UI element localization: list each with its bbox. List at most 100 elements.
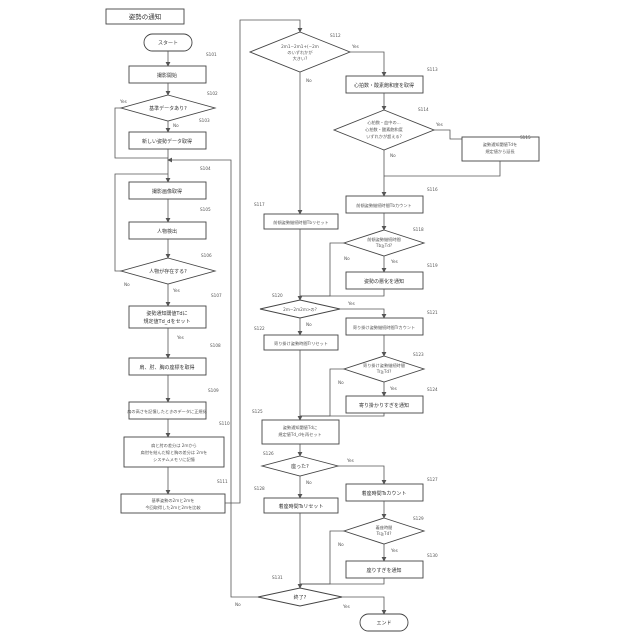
s114-yes-label: Yes bbox=[435, 122, 443, 127]
step-s106-label: 人物が存在する? bbox=[149, 268, 187, 275]
step-s111-box bbox=[121, 494, 225, 513]
step-s115-label-1: 姿勢通知閾値Tdを bbox=[483, 141, 518, 148]
step-s120-id: S120 bbox=[272, 293, 283, 298]
end-label: エンド bbox=[376, 621, 391, 627]
step-s118-id: S118 bbox=[413, 227, 424, 232]
step-s114-label-3: いずれかが超える? bbox=[366, 133, 402, 140]
s102-yes-label: Yes bbox=[119, 99, 127, 104]
step-s110-label-3: システムメモリに記憶 bbox=[153, 456, 196, 463]
step-s107-label-1: 姿勢通知閾値Tdに bbox=[146, 310, 187, 317]
step-s113-label: 心拍数・酸素飽和度を取得 bbox=[354, 82, 414, 89]
s120-yes-label: Yes bbox=[347, 301, 355, 306]
step-s116-label: 前傾姿勢継続時間Tbカウント bbox=[356, 202, 411, 209]
s129-yes-label: Yes bbox=[390, 548, 398, 553]
step-s122-label: 寄り掛け姿勢時間Trリセット bbox=[274, 340, 328, 347]
s123-no-label: No bbox=[338, 380, 344, 385]
step-s129-label-2: Ts≧Td? bbox=[376, 531, 392, 536]
step-s111-id: S111 bbox=[217, 479, 228, 484]
step-s130-label: 座りすぎを通知 bbox=[366, 567, 401, 574]
step-s112-label-2: のいずれかが bbox=[287, 49, 313, 56]
s118-no-label: No bbox=[344, 256, 350, 261]
s123-yes-label: Yes bbox=[389, 386, 397, 391]
step-s115-id: S115 bbox=[520, 135, 531, 140]
step-s128-id: S128 bbox=[254, 486, 265, 491]
step-s124-id: S124 bbox=[427, 387, 438, 392]
step-s123-label-1: 寄り掛け姿勢継続時間 bbox=[363, 362, 405, 369]
step-s128-label: 着座時間Tsリセット bbox=[279, 503, 324, 510]
step-s112-label-3: 大きい? bbox=[293, 55, 308, 62]
s131-no-label: No bbox=[235, 602, 241, 607]
step-s108-id: S108 bbox=[210, 343, 221, 348]
step-s121-id: S121 bbox=[427, 310, 438, 315]
step-s125-label-2: 規定値Td_dを再セット bbox=[278, 431, 321, 438]
s126-no-label: No bbox=[306, 480, 312, 485]
step-s109-label: 肩の高さを記憶したときのデータに正規化 bbox=[127, 408, 207, 415]
step-s102-label: 基準データあり? bbox=[149, 105, 187, 112]
step-s104-id: S104 bbox=[200, 166, 211, 171]
step-s103-id: S103 bbox=[199, 118, 210, 123]
step-s120-label: 2m−2m2m>の? bbox=[283, 307, 317, 312]
s102-no-label: No bbox=[173, 123, 179, 128]
step-s118-label-2: Tb≧Td? bbox=[375, 243, 392, 248]
step-s129-label-1: 着座時間 bbox=[376, 524, 393, 531]
step-s105-id: S105 bbox=[200, 207, 211, 212]
step-s110-label-1: 肩と肘の差分は 2mから bbox=[151, 442, 197, 449]
step-s130-id: S130 bbox=[427, 553, 438, 558]
step-s115-label-2: 規定値から延長 bbox=[485, 148, 515, 155]
s126-yes-label: Yes bbox=[346, 458, 354, 463]
step-s114-label-1: 心拍数・血中の... bbox=[367, 119, 400, 126]
step-s104-label: 撮影画像取得 bbox=[152, 188, 182, 195]
step-s125-id: S125 bbox=[252, 409, 263, 414]
step-s131-id: S131 bbox=[272, 575, 283, 580]
step-s103-label: 新しい姿勢データ取得 bbox=[142, 138, 192, 145]
s106-no-label: No bbox=[124, 282, 130, 287]
step-s106-id: S106 bbox=[201, 253, 212, 258]
step-s119-id: S119 bbox=[427, 263, 438, 268]
step-s125-label-1: 姿勢通知閾値Tdに bbox=[283, 424, 318, 431]
s120-no-label: No bbox=[306, 322, 312, 327]
step-s126-label: 座った? bbox=[291, 463, 309, 470]
step-s112-label-1: 2m1−2m1+(−2m bbox=[281, 44, 319, 49]
step-s123-label-2: Tr≧Td? bbox=[376, 369, 392, 374]
s107-yes-label: Yes bbox=[176, 335, 184, 340]
step-s117-id: S117 bbox=[254, 202, 265, 207]
step-s112-id: S112 bbox=[330, 33, 341, 38]
step-s123-id: S123 bbox=[413, 352, 424, 357]
step-s111-label-1: 基準姿勢の2mと2mを bbox=[152, 497, 195, 504]
step-s114-label-2: 心拍数・酸素飽和度 bbox=[365, 126, 404, 133]
step-s108-label: 肩、肘、胸の座標を取得 bbox=[139, 364, 194, 371]
step-s114-id: S114 bbox=[418, 107, 429, 112]
step-s113-id: S113 bbox=[427, 67, 438, 72]
step-s107-id: S107 bbox=[211, 293, 222, 298]
step-s110-label-2: 肩肘を結んだ線と胸の差分は 2mを bbox=[141, 449, 208, 456]
step-s111-label-2: 今回取得した2mと2mを比較 bbox=[145, 504, 201, 511]
s114-no-label: No bbox=[390, 153, 396, 158]
step-s102-id: S102 bbox=[207, 91, 218, 96]
s118-yes-label: Yes bbox=[390, 259, 398, 264]
s129-no-label: No bbox=[338, 542, 344, 547]
step-s107-label-2: 規定値Td_dをセット bbox=[144, 318, 191, 325]
step-s119-label: 姿勢の悪化を通知 bbox=[364, 278, 404, 285]
step-s127-id: S127 bbox=[427, 477, 438, 482]
step-s118-label-1: 前傾姿勢継続時間 bbox=[367, 236, 401, 243]
s106-yes-label: Yes bbox=[172, 288, 180, 293]
step-s131-label: 終了? bbox=[294, 594, 307, 601]
s112-yes-label: Yes bbox=[351, 44, 359, 49]
step-s126-id: S126 bbox=[263, 451, 274, 456]
s112-no-label: No bbox=[306, 78, 312, 83]
step-s124-label: 寄り掛かりすぎを通知 bbox=[359, 402, 409, 409]
step-s117-label: 前傾姿勢継続時間Tbリセット bbox=[273, 219, 328, 226]
step-s105-label: 人物検出 bbox=[157, 228, 177, 235]
step-s116-id: S116 bbox=[427, 187, 438, 192]
step-s129-id: S129 bbox=[413, 516, 424, 521]
s131-yes-label: Yes bbox=[342, 604, 350, 609]
step-s127-label: 着座時間Tsカウント bbox=[362, 490, 407, 497]
step-s101-id: S101 bbox=[206, 52, 217, 57]
step-s122-id: S122 bbox=[254, 326, 265, 331]
start-label: スタート bbox=[158, 40, 178, 47]
step-s101-label: 撮影開始 bbox=[157, 72, 177, 79]
step-s121-label: 寄り掛け姿勢継続時間Trカウント bbox=[353, 324, 415, 331]
step-s109-id: S109 bbox=[208, 388, 219, 393]
diagram-title: 姿勢の通知 bbox=[129, 12, 162, 21]
